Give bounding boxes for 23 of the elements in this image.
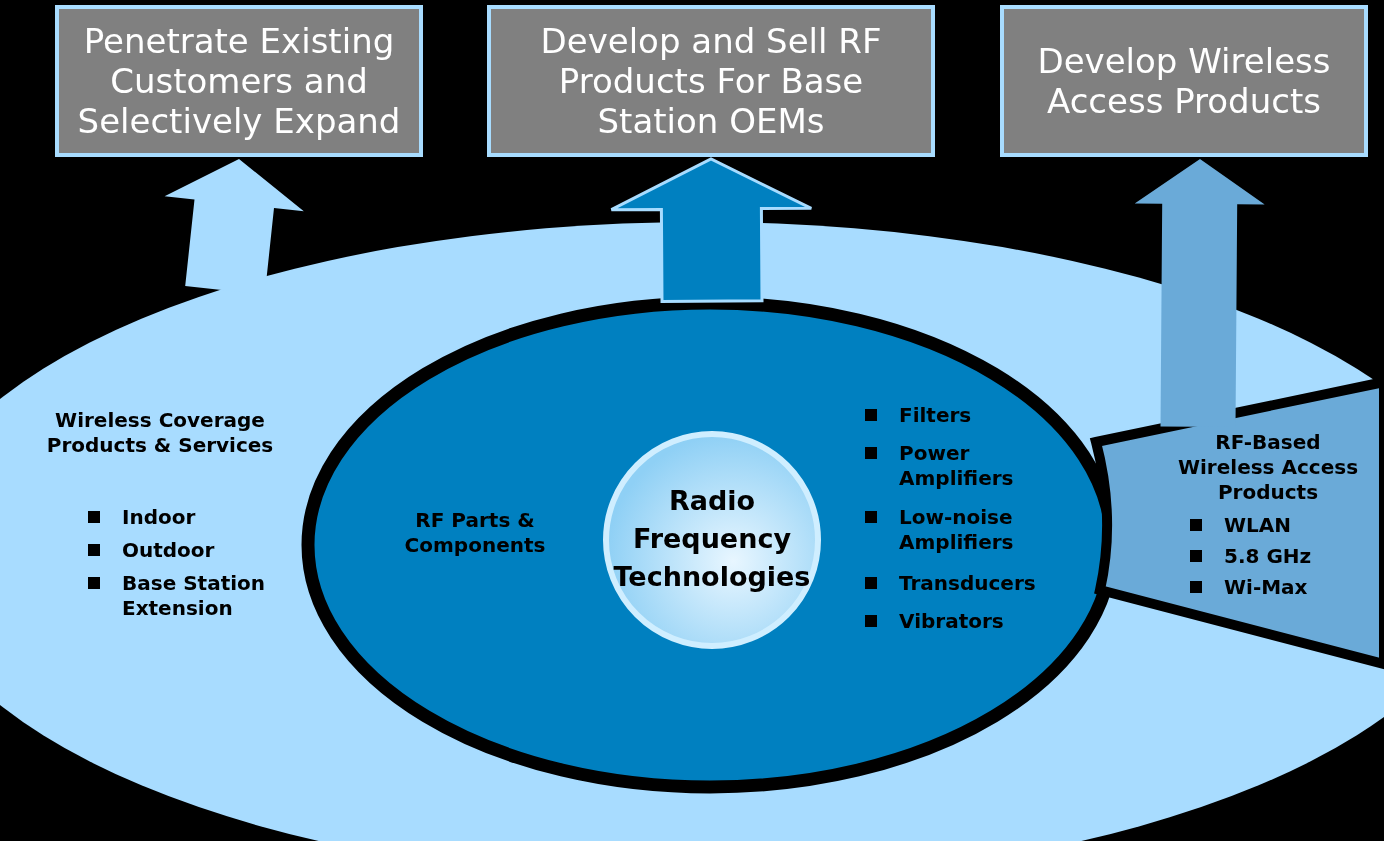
bullet-item: Outdoor [88, 538, 312, 563]
bullet-item: Base Station Extension [88, 571, 272, 621]
bullet-item: Vibrators [865, 609, 1074, 634]
goal-text: Develop and Sell RF Products For Base Station OEMs [539, 21, 883, 141]
bullet-item: Filters [865, 403, 1074, 428]
area-heading: Wireless Coverage Products & Services [45, 408, 275, 458]
goal-box [55, 5, 423, 157]
area-heading: RF-Based Wireless Access Products [1176, 430, 1360, 505]
block-arrow [609, 157, 813, 303]
goal-box [1000, 5, 1368, 157]
bullet-item: Transducers [865, 571, 1084, 596]
core-label: Radio Frequency Technologies [612, 484, 812, 594]
goal-text: Penetrate Existing Customers and Selectively Expand [76, 21, 402, 141]
bullet-item: WLAN [1190, 513, 1384, 538]
bullet-item: Low-noise Amplifiers [865, 505, 1074, 555]
block-arrow [1134, 159, 1265, 427]
bullet-item: Wi-Max [1190, 575, 1384, 600]
goal-text: Develop Wireless Access Products [1036, 41, 1332, 121]
bullet-item: Power Amplifiers [865, 441, 1074, 491]
bullet-item: 5.8 GHz [1190, 544, 1384, 569]
goal-box [487, 5, 935, 157]
bullet-item: Indoor [88, 505, 312, 530]
area-heading: RF Parts & Components [403, 508, 547, 558]
